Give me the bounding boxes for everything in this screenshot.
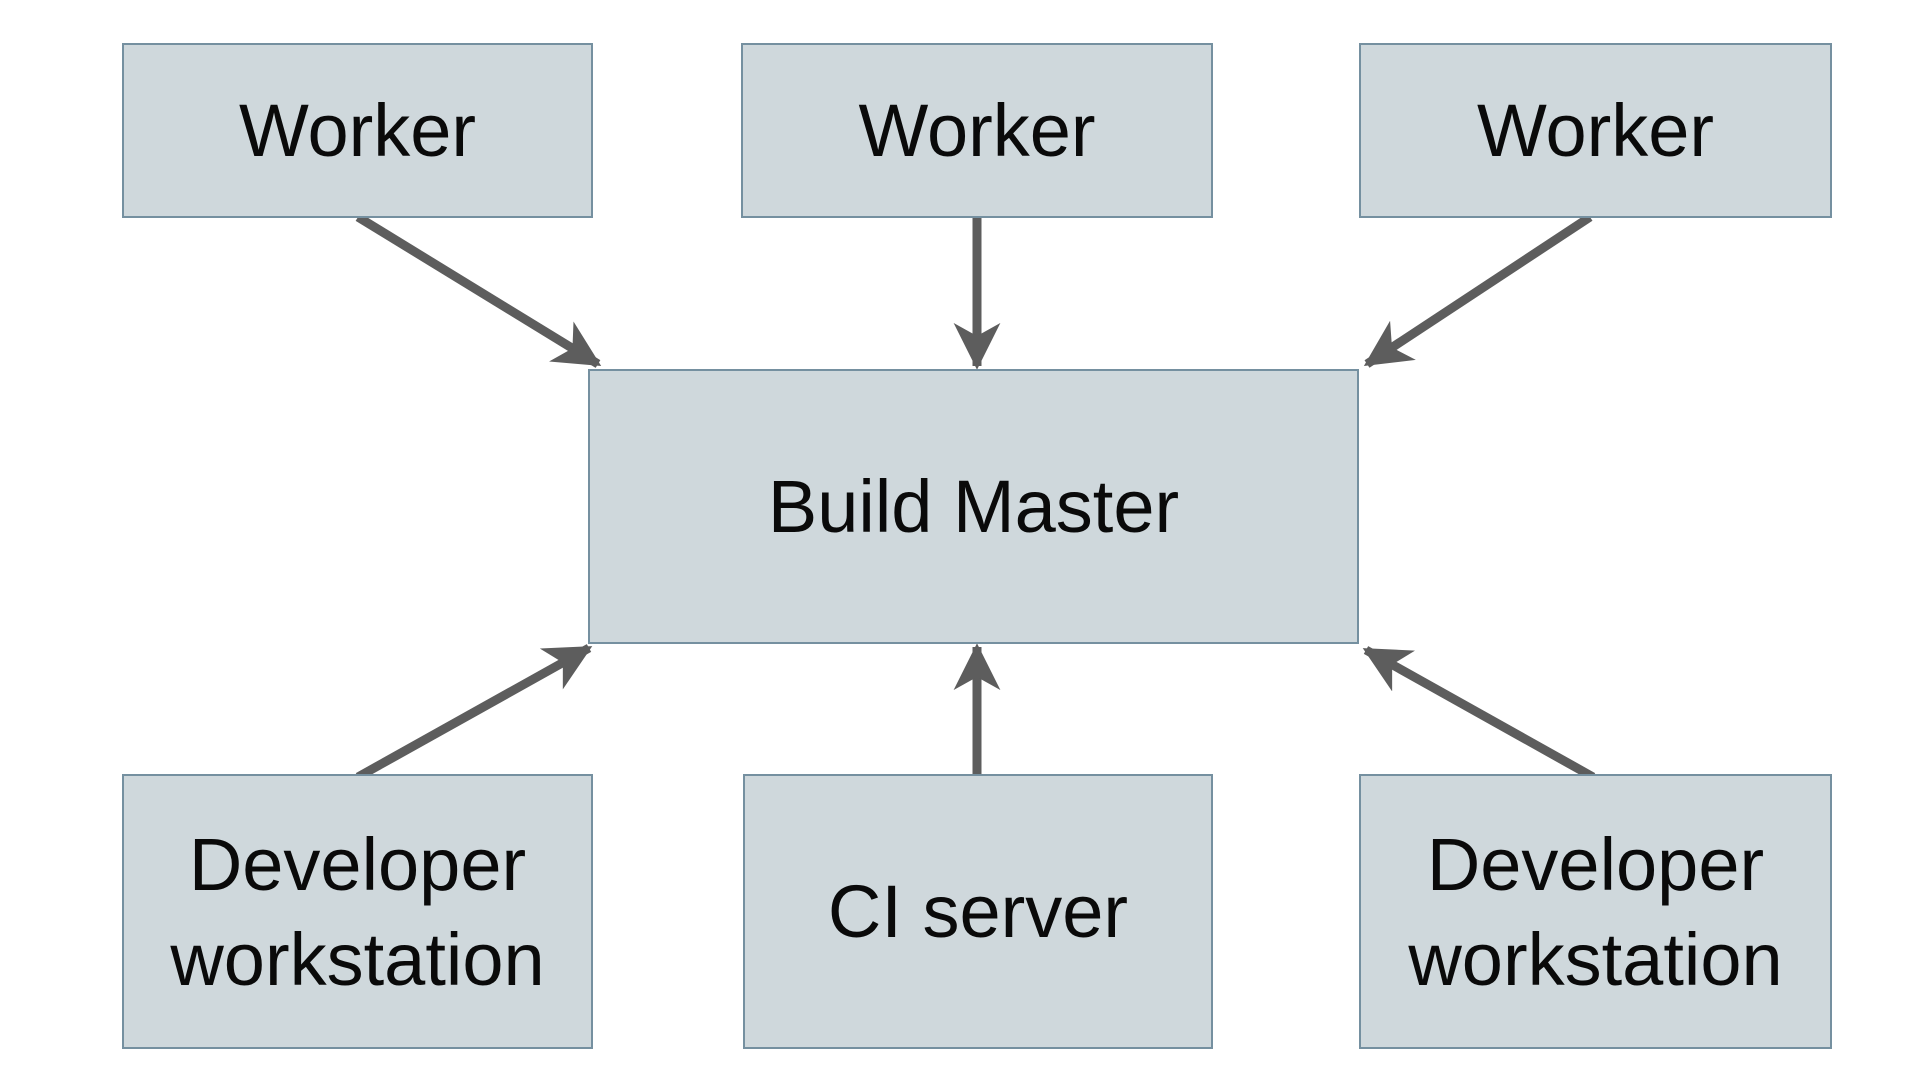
worker-1-label: Worker [238, 89, 477, 172]
arrow-developer-workstation-1-to-build-master [355, 644, 593, 781]
build-master-label: Build Master [767, 465, 1180, 548]
node-worker-3: Worker [1359, 43, 1832, 218]
node-developer-workstation-2: Developer workstation [1359, 774, 1832, 1049]
developer-workstation-1-label: Developer workstation [170, 822, 545, 1001]
arrow-worker-3-to-build-master [1363, 213, 1593, 368]
ci-server-label: CI server [827, 870, 1129, 953]
developer-workstation-2-label: Developer workstation [1408, 822, 1783, 1001]
node-worker-2: Worker [741, 43, 1213, 218]
worker-3-label: Worker [1476, 89, 1715, 172]
node-build-master: Build Master [588, 369, 1359, 644]
node-developer-workstation-1: Developer workstation [122, 774, 593, 1049]
node-worker-1: Worker [122, 43, 593, 218]
worker-2-label: Worker [858, 89, 1096, 172]
arrow-developer-workstation-2-to-build-master [1362, 646, 1596, 781]
node-ci-server: CI server [743, 774, 1213, 1049]
arrow-worker-1-to-build-master [355, 213, 602, 368]
